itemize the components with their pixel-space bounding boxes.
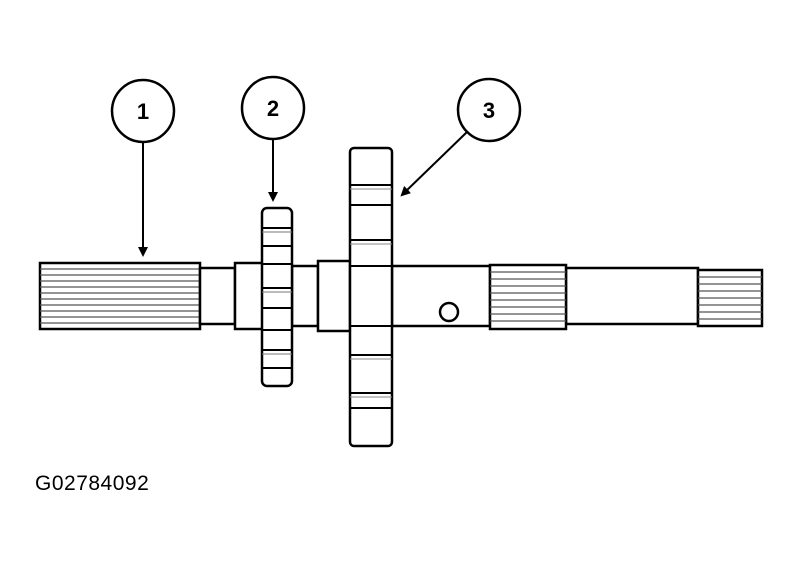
callout-3-arrow (400, 131, 468, 197)
oil-hole (438, 301, 460, 323)
callout-3-label: 3 (483, 98, 495, 123)
callout-2-label: 2 (267, 96, 279, 121)
callout-3: 3 (400, 77, 522, 197)
callout-2: 2 (240, 75, 306, 202)
right-spline-section (696, 268, 764, 328)
callout-1: 1 (110, 78, 176, 257)
large-gear (348, 146, 394, 448)
figure-id: G02784092 (35, 472, 150, 495)
middle-spline-section (488, 263, 568, 331)
small-gear (260, 206, 294, 388)
left-spline-section (38, 261, 202, 331)
callout-1-label: 1 (137, 99, 149, 124)
